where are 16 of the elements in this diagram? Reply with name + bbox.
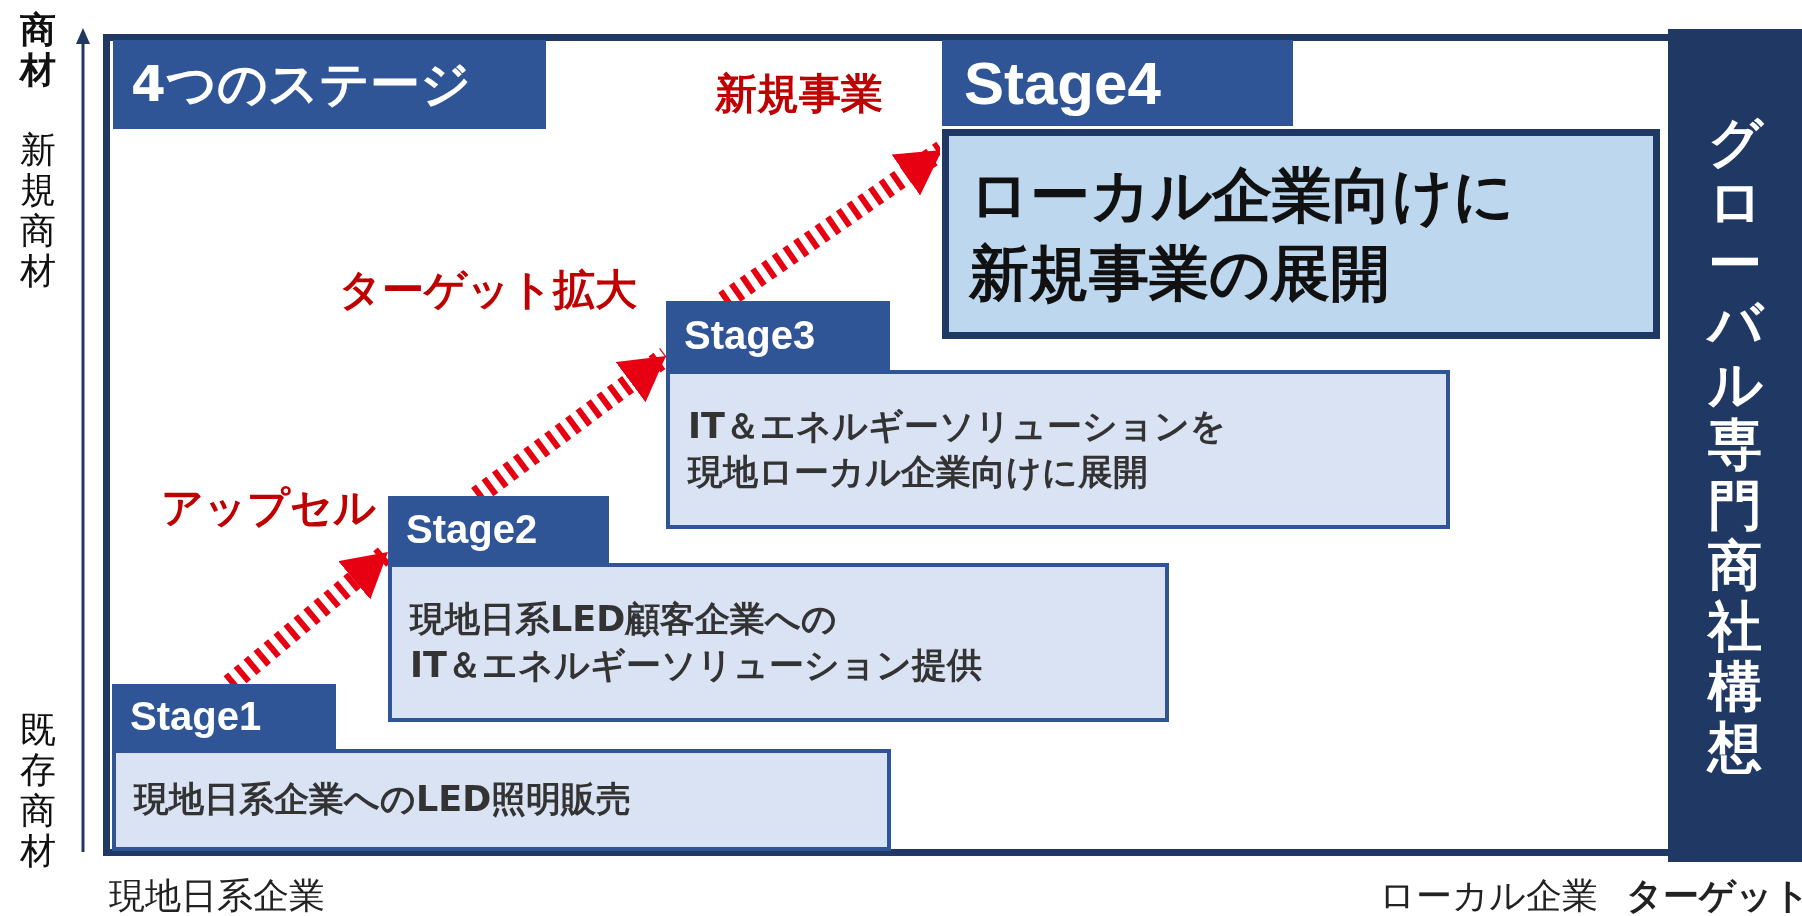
axis-label: ローカル企業 bbox=[1379, 874, 1598, 916]
axis-label: 既存商材 bbox=[20, 710, 56, 872]
axis-label: ターゲット bbox=[1626, 874, 1802, 916]
axis-label: 現地日系企業 bbox=[109, 874, 325, 916]
stage-tab: Stage2 bbox=[388, 496, 609, 563]
vertical-band: グローバル専門商社構想 bbox=[1668, 29, 1802, 862]
stage-box: 現地日系LED顧客企業へのIT＆エネルギーソリューション提供 bbox=[388, 563, 1169, 722]
stage-box: ローカル企業向けに新規事業の展開 bbox=[942, 129, 1660, 339]
axis-label: 新規商材 bbox=[20, 130, 56, 292]
title-box: 4つのステージ bbox=[113, 40, 546, 129]
stage-tab: Stage4 bbox=[942, 40, 1293, 126]
stage-tab: Stage3 bbox=[666, 301, 890, 370]
axis-label: 商材 bbox=[20, 10, 56, 91]
stage-tab: Stage1 bbox=[112, 684, 336, 749]
stage-box: IT＆エネルギーソリューションを現地ローカル企業向けに展開 bbox=[666, 370, 1450, 529]
stage-box: 現地日系企業へのLED照明販売 bbox=[112, 749, 891, 851]
